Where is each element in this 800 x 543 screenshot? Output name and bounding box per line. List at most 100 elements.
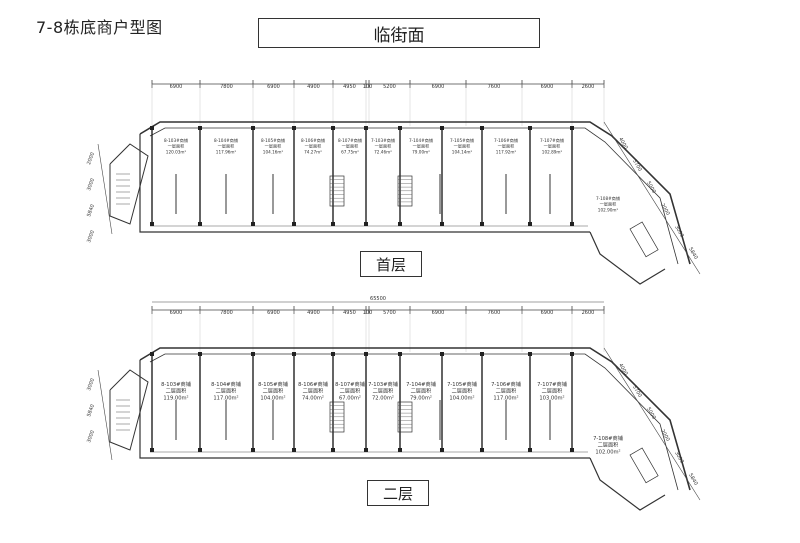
dimension-line xyxy=(603,347,701,501)
page-title: 7-8栋底商户型图 xyxy=(36,18,163,37)
shop-unit-area-type: 一层面积 xyxy=(218,143,235,150)
shop-unit-name: 7-103#商铺 xyxy=(371,137,395,144)
shop-unit-area-type: 一层面积 xyxy=(375,143,392,150)
shop-unit-area: 119.00m² xyxy=(163,395,188,401)
shop-unit-area: 102.89m² xyxy=(542,149,563,154)
shop-unit-area-type: 一层面积 xyxy=(168,143,185,150)
shop-unit-area-type: 二层面积 xyxy=(452,388,473,395)
shop-unit-area: 67.75m² xyxy=(341,149,359,154)
top-dimension-label: 6900 xyxy=(170,84,183,90)
right-dimension-label: 5000 xyxy=(645,406,657,420)
column xyxy=(398,448,402,452)
shop-unit-name: 8-104#商铺 xyxy=(214,137,238,144)
floor-label-second: 二层 xyxy=(367,480,429,506)
shop-unit-name: 7-107#商铺 xyxy=(537,380,567,388)
top-dimension-label: 7600 xyxy=(488,310,501,316)
top-dimension-label: 4900 xyxy=(307,84,320,90)
right-dimension-label: 5700 xyxy=(631,384,643,398)
shop-unit-area-type: 二层面积 xyxy=(598,442,619,449)
top-dimension-label: 2600 xyxy=(582,84,595,90)
building-outer-wall xyxy=(139,347,691,491)
shop-unit-area-type: 一层面积 xyxy=(265,143,282,150)
top-dimension-label: 4950 xyxy=(343,84,356,90)
shop-unit-name: 8-105#商铺 xyxy=(258,380,288,388)
column xyxy=(251,448,255,452)
shop-unit-area-type: 一层面积 xyxy=(600,201,617,208)
shop-unit-area-type: 二层面积 xyxy=(166,388,187,395)
column xyxy=(440,448,444,452)
shop-unit-area-type: 一层面积 xyxy=(342,143,359,150)
top-dimension-label: 7800 xyxy=(220,310,233,316)
shop-unit-name: 7-108#商铺 xyxy=(593,434,623,442)
shop-unit-area: 72.46m² xyxy=(374,149,392,154)
shop-unit-name: 8-105#商铺 xyxy=(261,137,285,144)
top-dimension-label: 5700 xyxy=(383,310,396,316)
column xyxy=(198,222,202,226)
shop-unit-area: 67.00m² xyxy=(339,395,361,401)
shop-unit-name: 7-107#商铺 xyxy=(540,137,564,144)
column xyxy=(251,126,255,130)
stair xyxy=(397,401,413,433)
top-dimension-label: 100 xyxy=(363,310,373,316)
column xyxy=(331,448,335,452)
column xyxy=(150,126,154,130)
column xyxy=(570,126,574,130)
shop-unit-area: 74.00m² xyxy=(302,395,324,401)
column xyxy=(480,126,484,130)
shop-unit-area: 104.14m² xyxy=(452,149,473,154)
top-dimension-label: 6900 xyxy=(267,310,280,316)
shop-unit-area-type: 一层面积 xyxy=(544,143,561,150)
left-dimension-label: 5840 xyxy=(86,204,96,218)
shop-unit-area-type: 一层面积 xyxy=(305,143,322,150)
column xyxy=(570,448,574,452)
shop-unit-name: 7-105#商铺 xyxy=(450,137,474,144)
street-frontage-label: 临街面 xyxy=(258,18,540,48)
right-dimension-label: 5840 xyxy=(687,246,699,260)
shop-unit-name: 8-106#商铺 xyxy=(298,380,328,388)
right-dimension-label: 4000 xyxy=(617,136,629,150)
right-dimension-label: 2000 xyxy=(659,202,671,216)
left-wing-outline xyxy=(109,369,149,451)
column xyxy=(570,222,574,226)
building-outer-wall xyxy=(139,121,691,265)
column xyxy=(570,352,574,356)
shop-unit-area-type: 二层面积 xyxy=(373,388,394,395)
top-dimension-label: 7800 xyxy=(220,84,233,90)
top-dimension-label: 6900 xyxy=(432,84,445,90)
column xyxy=(150,222,154,226)
shop-unit-area: 104.16m² xyxy=(263,149,284,154)
building-inner-wall xyxy=(149,127,679,265)
left-dimension-label: 3000 xyxy=(86,378,96,392)
shop-unit-area: 117.00m² xyxy=(213,395,238,401)
shop-unit-area: 102.90m² xyxy=(598,207,619,212)
column xyxy=(364,352,368,356)
shop-unit-area: 104.00m² xyxy=(449,395,474,401)
column xyxy=(251,222,255,226)
shop-unit-name: 8-103#商铺 xyxy=(164,137,188,144)
shop-unit-area: 79.00m² xyxy=(412,149,430,154)
left-dimension-label: 2000 xyxy=(86,152,96,166)
shop-unit-name: 7-106#商铺 xyxy=(494,137,518,144)
shop-unit-area-type: 一层面积 xyxy=(413,143,430,150)
column xyxy=(440,126,444,130)
column xyxy=(440,222,444,226)
shop-unit-name: 8-107#商铺 xyxy=(338,137,362,144)
right-dimension-label: 5000 xyxy=(645,180,657,194)
column xyxy=(364,126,368,130)
floor-label-ground: 首层 xyxy=(360,251,422,277)
shop-unit-area-type: 一层面积 xyxy=(498,143,515,150)
column xyxy=(528,352,532,356)
shop-unit-name: 8-106#商铺 xyxy=(301,137,325,144)
shop-unit-area: 79.00m² xyxy=(410,395,432,401)
column xyxy=(150,448,154,452)
